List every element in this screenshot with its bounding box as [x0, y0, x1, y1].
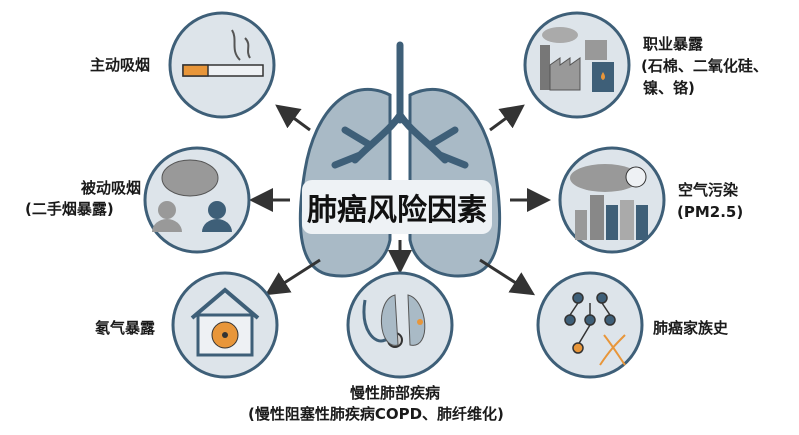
family-tree-icon [564, 292, 626, 366]
arrows [249, 104, 551, 296]
mask-icon [625, 166, 647, 188]
city-pollution-icon [570, 164, 648, 240]
factory-icon [540, 27, 614, 92]
trachea-icon [331, 41, 469, 169]
occupational-label: 职业暴露 [643, 35, 704, 53]
copd-sublabel: (慢性阻塞性肺疾病COPD、肺纤维化) [248, 405, 504, 423]
passive-smoking-sublabel: (二手烟暴露) [25, 200, 114, 218]
family-history-label: 肺癌家族史 [653, 319, 729, 337]
passive-smoke-icon [152, 159, 232, 232]
dna-icon [599, 334, 626, 366]
active-smoking-label: 主动吸烟 [90, 56, 151, 74]
occupational-sublabel-2: 镍、铬) [643, 79, 695, 97]
diagram-title: 肺癌风险因素 [302, 180, 492, 234]
radon-label: 氡气暴露 [95, 319, 156, 337]
copd-label: 慢性肺部疾病 [350, 384, 441, 402]
radon-house-icon [190, 287, 260, 357]
passive-smoking-label: 被动吸烟 [80, 179, 141, 197]
stethoscope-lungs-icon [362, 294, 426, 348]
cigarette-icon [182, 29, 264, 77]
occupational-sublabel-1: (石棉、二氧化硅、 [641, 57, 768, 75]
copd-circle [346, 271, 454, 379]
air-pollution-label: 空气污染 [678, 181, 739, 199]
air-pollution-sublabel: (PM2.5) [677, 203, 744, 221]
